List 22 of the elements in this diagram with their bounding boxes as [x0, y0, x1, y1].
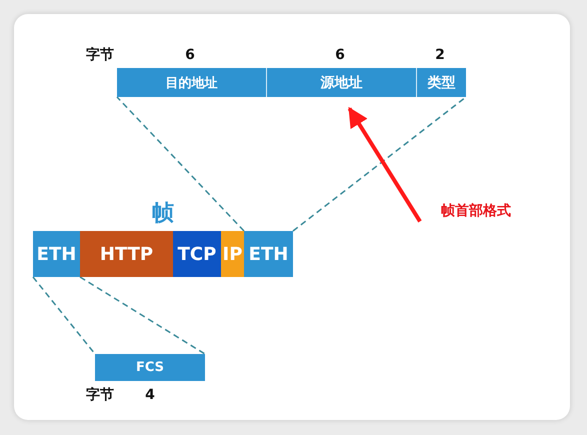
- unit-label: 字节: [86, 386, 114, 404]
- field-cell: 源地址: [267, 68, 417, 97]
- frame-title: 帧: [152, 200, 174, 228]
- dashed-connector: [32, 276, 96, 354]
- field-cell: 类型: [417, 68, 466, 97]
- field-cell: HTTP: [80, 231, 173, 277]
- byte-count: 6: [335, 47, 345, 63]
- field-cell: ETH: [33, 231, 80, 277]
- arrow: [348, 106, 422, 222]
- unit-label: 字节: [86, 46, 114, 64]
- dashed-connector: [292, 96, 466, 232]
- byte-count: 6: [185, 47, 195, 63]
- dashed-connector: [116, 96, 245, 232]
- dashed-connector: [80, 276, 206, 355]
- annotation-text: 帧首部格式: [441, 202, 511, 220]
- field-cell: TCP: [173, 231, 221, 277]
- field-cell: FCS: [95, 354, 205, 381]
- field-cell: ETH: [244, 231, 293, 277]
- field-cell: 目的地址: [117, 68, 267, 97]
- byte-count: 2: [435, 47, 445, 63]
- field-cell: IP: [221, 231, 244, 277]
- byte-count: 4: [145, 387, 155, 403]
